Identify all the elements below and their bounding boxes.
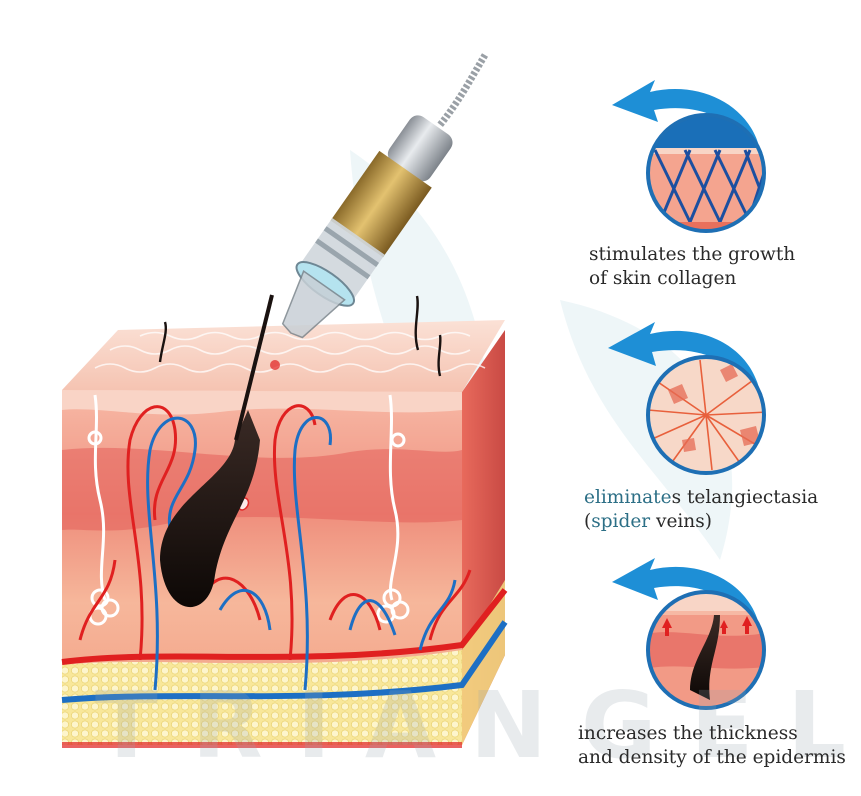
- hair-follicle-icon: [160, 294, 274, 608]
- benefit-caption-epidermis: increases the thickness and density of t…: [578, 722, 846, 770]
- caption-line: and density of the epidermis: [578, 747, 846, 768]
- sweat-gland-duct: [87, 394, 410, 626]
- benefit-caption-telangiectasia: eliminates telangiectasia (spider veins): [584, 486, 818, 534]
- curved-arrow-icon: [612, 80, 760, 152]
- brand-watermark: TRIANGEL: [95, 672, 861, 779]
- caption-text: s telangiectasia: [671, 487, 819, 508]
- collagen-illustration: [646, 113, 766, 233]
- artery-band: [61, 588, 508, 665]
- arterial-capillaries: [78, 404, 472, 661]
- laser-handpiece-icon: [270, 53, 489, 370]
- caption-line: increases the thickness: [578, 723, 798, 744]
- caption-highlight: spider: [591, 511, 651, 532]
- vein-band: [61, 620, 508, 703]
- curved-arrow-icon: [612, 558, 760, 630]
- venous-capillaries: [146, 416, 457, 691]
- skin-cross-section: [61, 294, 508, 748]
- caption-text: veins): [650, 511, 712, 532]
- curved-arrow-icon: [608, 322, 760, 394]
- spider-veins-illustration: [646, 355, 766, 475]
- caption-line: eliminates telangiectasia: [584, 486, 818, 510]
- benefit-caption-collagen: stimulates the growth of skin collagen: [589, 243, 795, 291]
- caption-line: (spider veins): [584, 510, 818, 534]
- caption-highlight: eliminate: [584, 487, 672, 508]
- caption-line: of skin collagen: [589, 268, 737, 289]
- surface-hairs: [158, 295, 442, 377]
- caption-text: (: [584, 511, 592, 532]
- caption-line: stimulates the growth: [589, 244, 796, 265]
